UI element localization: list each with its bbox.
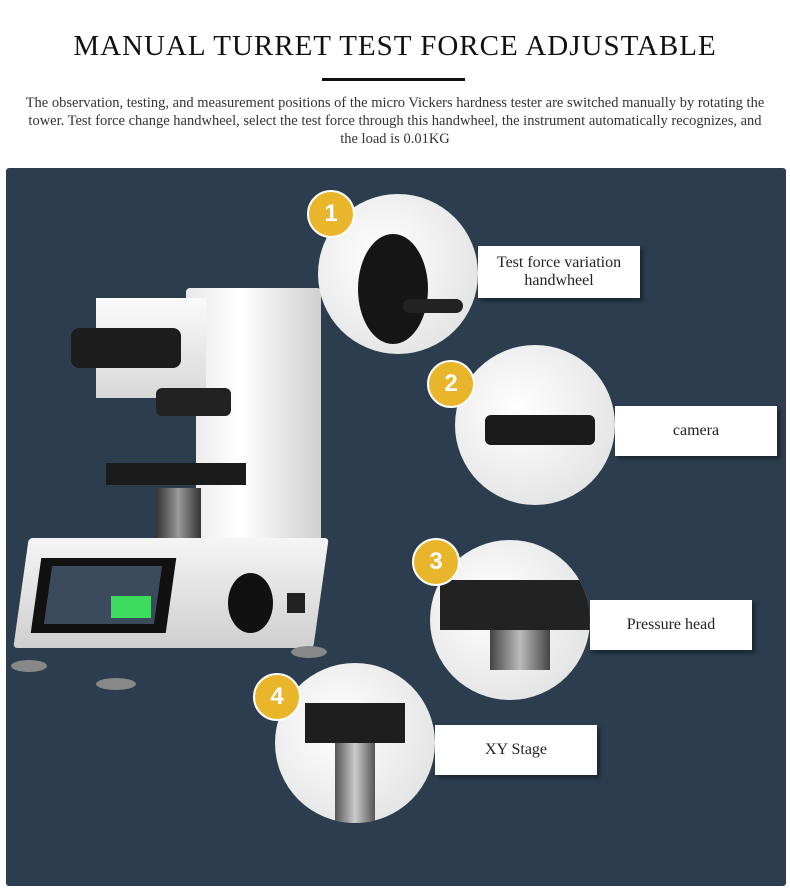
- title-divider: [322, 78, 465, 81]
- callout-badge-3: 3: [412, 538, 460, 586]
- callout-label-handwheel: Test force variation handwheel: [478, 246, 640, 298]
- description: The observation, testing, and measuremen…: [25, 95, 765, 147]
- callout-badge-2: 2: [427, 360, 475, 408]
- callout-label-xy-stage: XY Stage: [435, 725, 597, 775]
- product-panel: 1 Test force variation handwheel 2 camer…: [6, 168, 786, 886]
- callout-label-camera: camera: [615, 406, 777, 456]
- xy-stage-detail-image: [275, 663, 435, 823]
- camera-detail-image: [455, 345, 615, 505]
- page-title: MANUAL TURRET TEST FORCE ADJUSTABLE: [73, 30, 717, 62]
- callout-badge-4: 4: [253, 673, 301, 721]
- callout-badge-1: 1: [307, 190, 355, 238]
- callout-label-pressure-head: Pressure head: [590, 600, 752, 650]
